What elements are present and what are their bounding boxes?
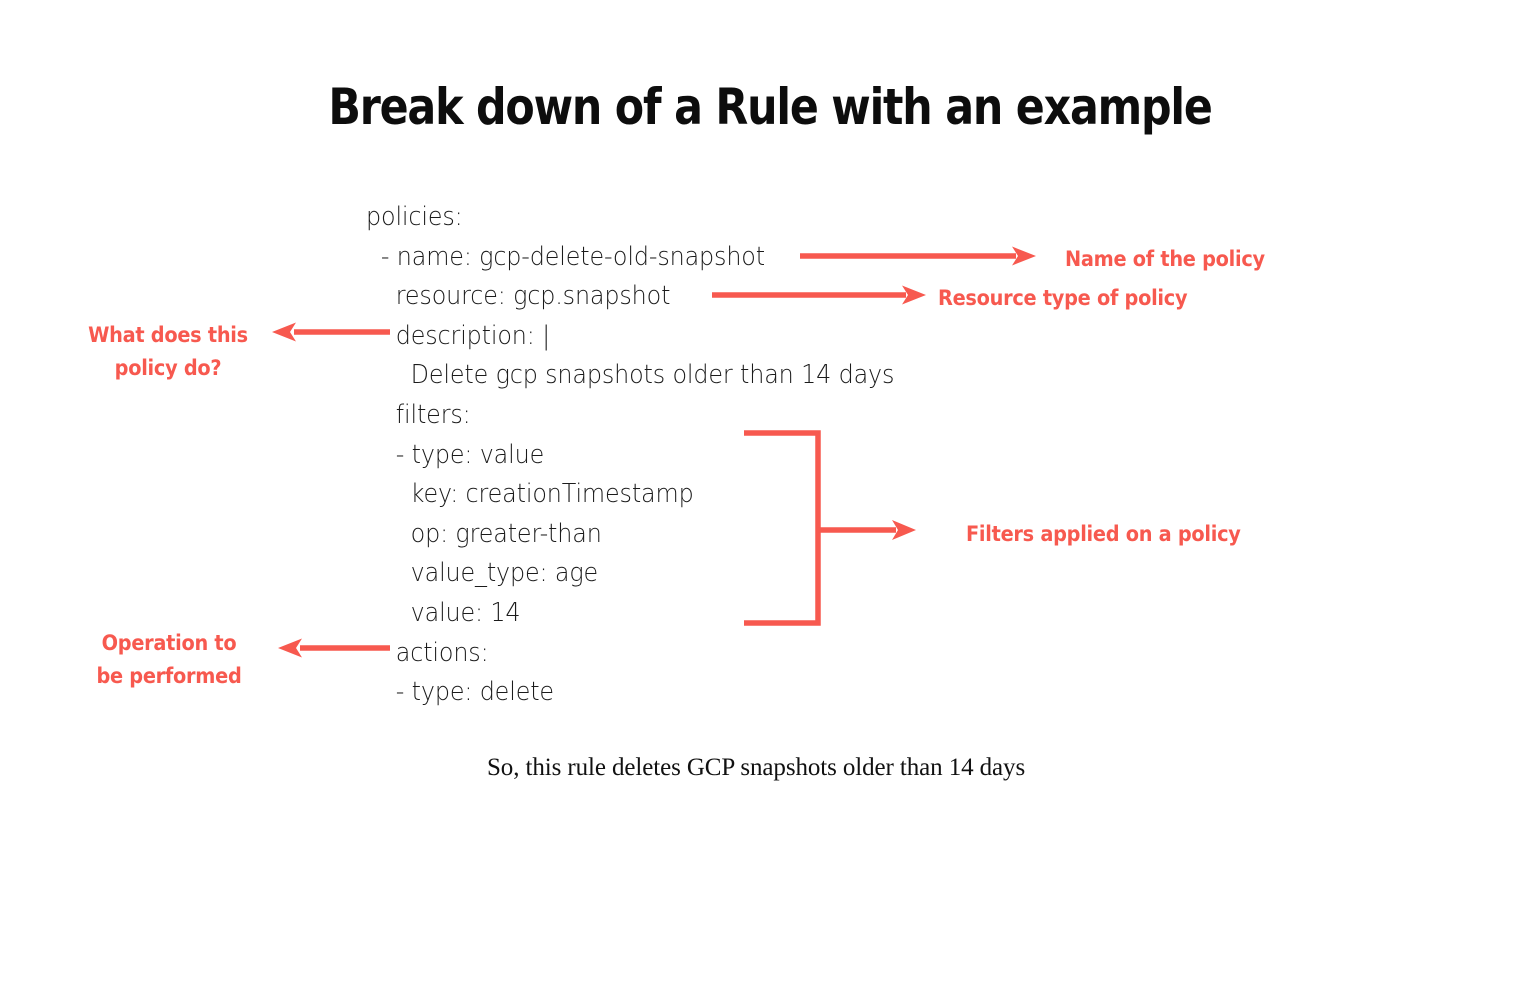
yaml-line: filters:: [366, 399, 471, 430]
bracket-connector-icon-filters: [744, 430, 916, 626]
yaml-line: resource: gcp.snapshot: [366, 281, 671, 312]
yaml-line: policies:: [366, 202, 463, 232]
yaml-line: op: greater-than: [366, 518, 602, 549]
yaml-line: value_type: age: [366, 558, 599, 589]
arrow-left-icon-actions: [278, 638, 390, 658]
arrow-right-icon-resource: [712, 285, 926, 305]
annotation-operation-performed: Operation to be performed: [96, 631, 242, 688]
yaml-line: description: |: [366, 320, 551, 351]
summary-caption: So, this rule deletes GCP snapshots olde…: [487, 754, 1026, 781]
annotation-filters-applied: Filters applied on a policy: [966, 522, 1241, 546]
annotation-name-of-policy: Name of the policy: [1065, 247, 1265, 271]
yaml-line: actions:: [366, 637, 489, 668]
yaml-line: value: 14: [366, 597, 521, 628]
arrow-right-icon-name: [800, 246, 1036, 266]
yaml-line: - type: value: [366, 439, 545, 470]
annotation-resource-type: Resource type of policy: [938, 286, 1188, 310]
annotation-what-does-policy-do: What does this policy do?: [88, 323, 248, 380]
arrow-left-icon-description: [272, 322, 390, 342]
yaml-line: - name: gcp-delete-old-snapshot: [366, 241, 765, 272]
yaml-line: - type: delete: [366, 677, 554, 708]
yaml-line: key: creationTimestamp: [366, 479, 694, 510]
page-title: Break down of a Rule with an example: [328, 78, 1212, 136]
yaml-line: Delete gcp snapshots older than 14 days: [366, 360, 895, 391]
yaml-policy-block: policies: - name: gcp-delete-old-snapsho…: [366, 198, 931, 713]
